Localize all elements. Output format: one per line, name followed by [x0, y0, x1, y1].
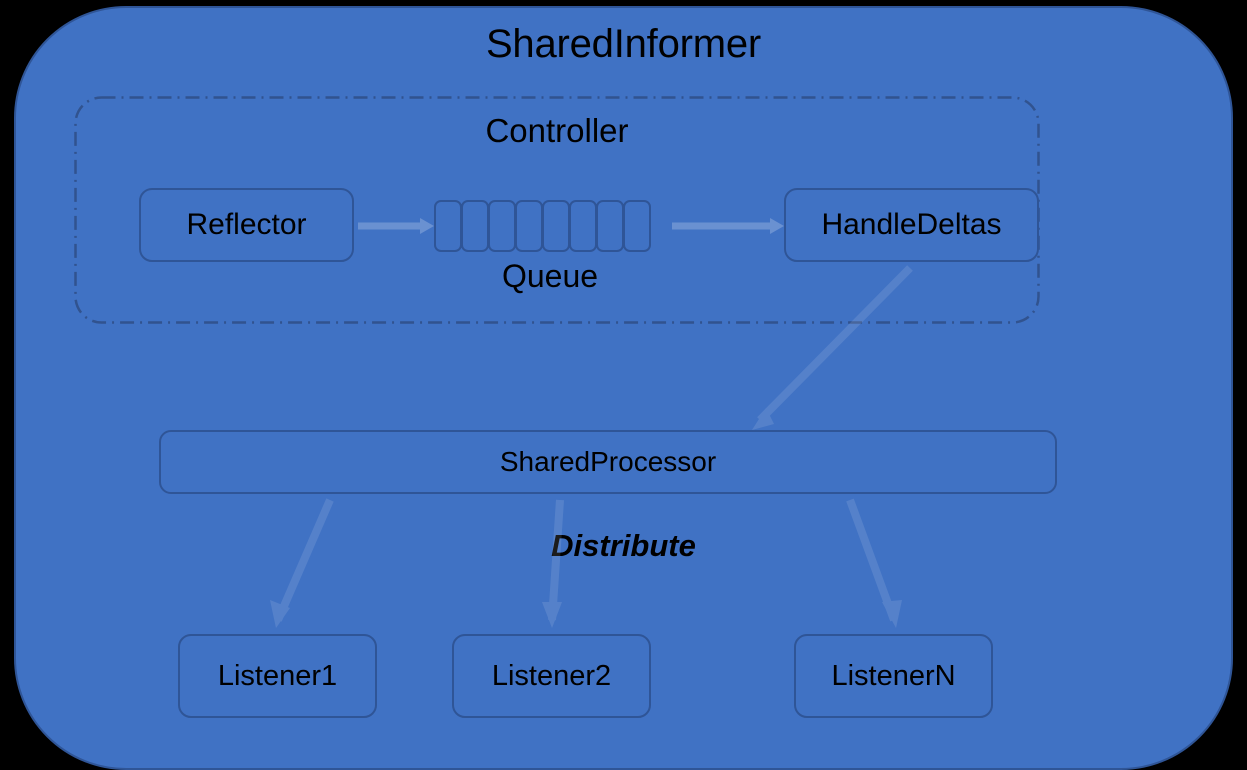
handle-deltas-label: HandleDeltas [821, 208, 1002, 241]
queue-cell [623, 200, 651, 252]
listener-label-n: ListenerN [831, 659, 956, 692]
controller-label: Controller [485, 112, 629, 149]
reflector-node[interactable]: Reflector [139, 188, 354, 262]
queue-cell [515, 200, 543, 252]
queue-cell [542, 200, 570, 252]
queue-label: Queue [501, 258, 599, 294]
queue-cell [596, 200, 624, 252]
distribute-label: Distribute [551, 528, 696, 563]
queue-cell [434, 200, 462, 252]
listener-label-1: Listener1 [217, 659, 338, 692]
shared-processor-label: SharedProcessor [499, 446, 717, 477]
listener-node-1[interactable]: Listener1 [178, 634, 377, 718]
listener-label-2: Listener2 [491, 659, 612, 692]
listener-node-2[interactable]: Listener2 [452, 634, 651, 718]
queue-cell [461, 200, 489, 252]
shared-processor-node[interactable]: SharedProcessor [159, 430, 1057, 494]
queue-cell [488, 200, 516, 252]
handle-deltas-node[interactable]: HandleDeltas [784, 188, 1039, 262]
page-title: SharedInformer [485, 22, 762, 66]
reflector-label: Reflector [186, 208, 307, 241]
queue-cell [569, 200, 597, 252]
listener-node-n[interactable]: ListenerN [794, 634, 993, 718]
queue-cells [434, 200, 651, 252]
